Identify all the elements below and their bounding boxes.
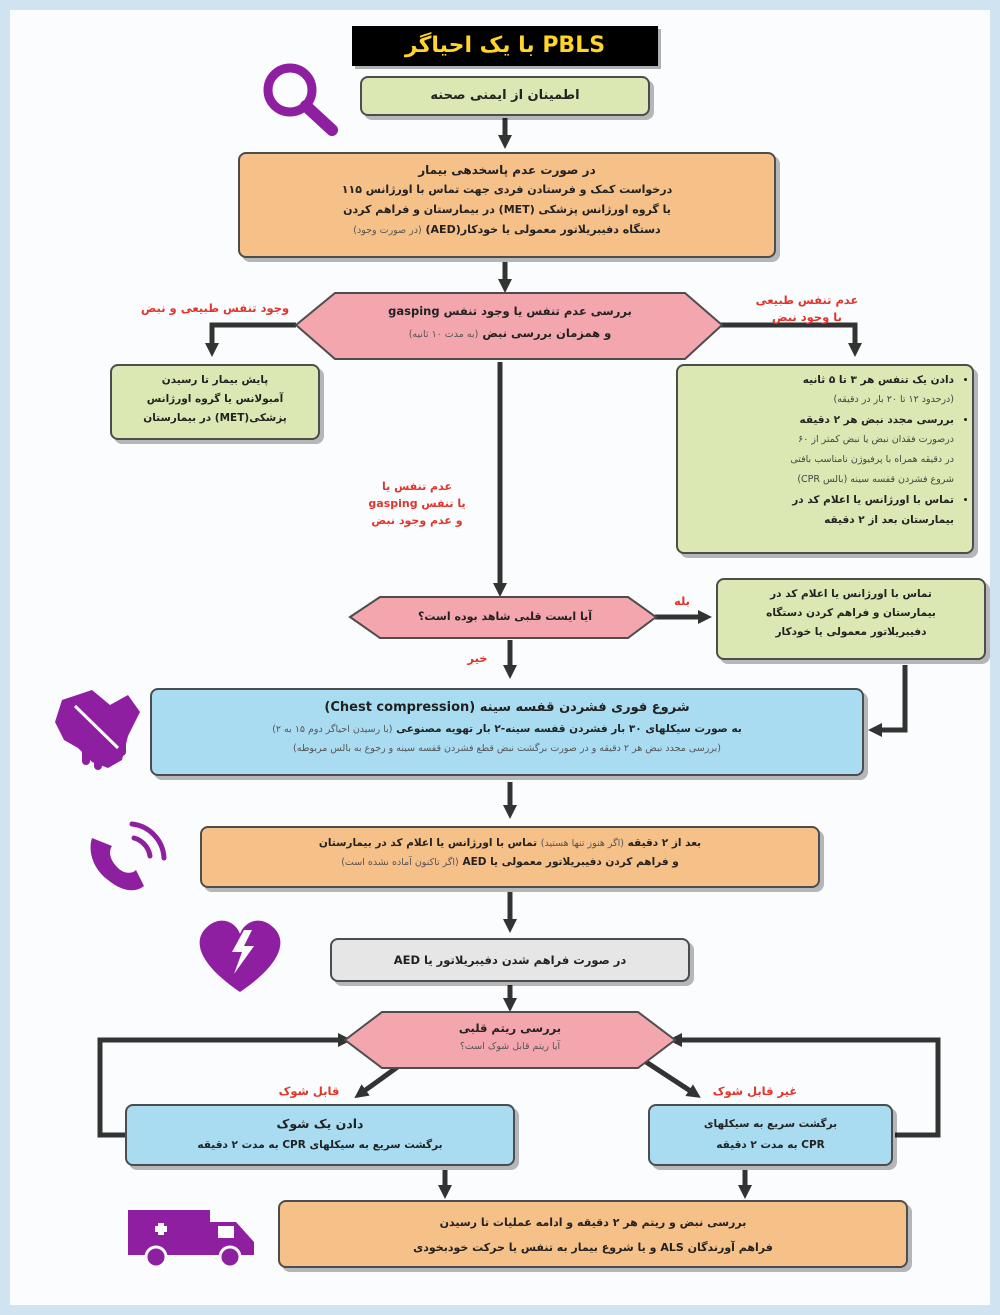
unresponsive-line2: یا گروه اورژانس پزشکی (MET) در بیمارستان… (343, 203, 671, 216)
label-no-breathing-3: و عدم وجود نبض (371, 514, 463, 527)
check-breathing-line2: و همزمان بررسی نبض (482, 326, 612, 340)
after-line2: و فراهم کردن دفیبریلاتور معمولی یا AED (462, 856, 679, 868)
label-no-normal-breathing-1: عدم تنفس طبیعی (755, 293, 859, 307)
final-box: بررسی نبض و ریتم هر ۲ دقیقه و ادامه عملی… (278, 1200, 908, 1268)
hands-icon (55, 690, 140, 770)
arrow-yes-to-compression (868, 665, 908, 737)
after-line1a: بعد از ۲ دقیقه (627, 837, 702, 849)
witnessed-yes-line1: تماس با اورژانس یا اعلام کد در (770, 588, 932, 600)
rescue-b1-sub: (درحدود ۱۲ تا ۲۰ بار در دقیقه) (833, 394, 955, 405)
rhythm-line1: بررسی ریتم قلبی (458, 1021, 562, 1035)
compression-line3: (بررسی مجدد نبض هر ۲ دقیقه و در صورت برگ… (293, 743, 721, 754)
witnessed-yes-line3: دفیبریلاتور معمولی یا خودکار (775, 626, 927, 638)
monitor-line3: پزشکی(MET) در بیمارستان (143, 412, 287, 424)
unresponsive-line3: دستگاه دفیبریلاتور معمولی یا خودکار(AED) (425, 223, 661, 236)
rescue-b3-line2: بیمارستان بعد از ۲ دقیقه (824, 514, 954, 526)
shock-line2: برگشت سریع به سیکلهای CPR به مدت ۲ دقیقه (197, 1139, 443, 1151)
rescue-b2: بررسی مجدد نبض هر ۲ دقیقه (799, 414, 954, 426)
unresponsive-heading: در صورت عدم پاسخدهی بیمار (418, 163, 596, 177)
unresponsive-box: در صورت عدم پاسخدهی بیمار درخواست کمک و … (238, 152, 776, 258)
witnessed-yes-line2: بیمارستان و فراهم کردن دستگاه (766, 607, 936, 619)
compression-box: شروع فوری فشردن قفسه سینه (Chest compres… (150, 688, 864, 776)
check-breathing-hexagon (294, 292, 724, 360)
magnifier-icon (263, 63, 338, 136)
after-two-minutes-box: بعد از ۲ دقیقه (اگر هنوز تنها هستید) تما… (200, 826, 820, 888)
phone-icon (90, 821, 167, 891)
arrow-left-branch (205, 322, 296, 357)
shock-line1: دادن یک شوک (276, 1116, 364, 1131)
scene-safety-text: اطمینان از ایمنی صحنه (430, 88, 580, 103)
label-no-normal-breathing-2: با وجود نبض (772, 310, 842, 324)
scene-safety-box: اطمینان از ایمنی صحنه (360, 76, 650, 116)
check-breathing-line1: بررسی عدم تنفس یا وجود تنفس gasping (388, 304, 632, 318)
monitor-box: پایش بیمار تا رسیدن آمبولانس یا گروه اور… (110, 364, 320, 440)
monitor-line2: آمبولانس یا گروه اورژانس (146, 393, 284, 405)
unresponsive-line1: درخواست کمک و فرستادن فردی جهت تماس با ا… (341, 183, 673, 196)
rescue-breathing-box: دادن یک تنفس هر ۳ تا ۵ ثانیه (درحدود ۱۲ ت… (676, 364, 974, 554)
rhythm-hexagon (343, 1011, 677, 1069)
rescue-bullet-1: دادن یک تنفس هر ۳ تا ۵ ثانیه (درحدود ۱۲ ت… (684, 370, 954, 410)
loop-left (97, 1033, 352, 1138)
compression-heading: شروع فوری فشردن قفسه سینه (Chest compres… (324, 700, 690, 715)
no-shock-line2: CPR به مدت ۲ دقیقه (716, 1139, 825, 1151)
label-shockable: قابل شوک (278, 1084, 340, 1098)
rescue-b1: دادن یک تنفس هر ۳ تا ۵ ثانیه (802, 374, 954, 386)
arrow-nonshockable (638, 1055, 701, 1098)
page-title: PBLS با یک احیاگر (352, 26, 658, 66)
label-no-breathing-2: یا تنفس gasping (368, 497, 466, 510)
witnessed-hexagon (348, 596, 658, 639)
rescue-bullet-2: بررسی مجدد نبض هر ۲ دقیقه درصورت فقدان ن… (684, 410, 954, 490)
arrow-right-branch (720, 322, 862, 357)
witnessed-text: آیا ایست قلبی شاهد بوده است؟ (418, 610, 592, 623)
rhythm-text: بررسی ریتم قلبی آیا ریتم قابل شوک است؟ (385, 1018, 635, 1056)
label-normal-breathing: وجود تنفس طبیعی و نبض (140, 301, 290, 315)
rescue-bullet-3: تماس با اورژانس یا اعلام کد در بیمارستان … (684, 490, 954, 530)
no-shock-line1: برگشت سریع به سیکلهای (703, 1118, 838, 1130)
unresponsive-note: (در صورت وجود) (353, 225, 422, 236)
label-no-normal-breathing: عدم تنفس طبیعی با وجود نبض (732, 292, 882, 326)
label-yes: بله (674, 594, 690, 608)
loop-right (668, 1033, 941, 1138)
compression-note: (با رسیدن احیاگر دوم ۱۵ به ۲) (272, 724, 393, 735)
monitor-line1: پایش بیمار تا رسیدن (161, 374, 269, 386)
label-non-shockable: غیر قابل شوک (712, 1084, 798, 1098)
no-shock-box: برگشت سریع به سیکلهای CPR به مدت ۲ دقیقه (648, 1104, 893, 1166)
rescue-b2-sub1: درصورت فقدان نبض یا نبض کمتر از ۶۰ (798, 434, 954, 445)
shock-box: دادن یک شوک برگشت سریع به سیکلهای CPR به… (125, 1104, 515, 1166)
rescue-b2-sub2: در دقیقه همراه با پرفیوژن نامناسب بافتی (790, 454, 954, 465)
heart-shock-icon (199, 920, 281, 992)
check-breathing-text: بررسی عدم تنفس یا وجود تنفس gasping و هم… (330, 300, 690, 346)
label-no-breathing: عدم تنفس یا یا تنفس gasping و عدم وجود ن… (352, 478, 482, 529)
witnessed-yes-box: تماس با اورژانس یا اعلام کد در بیمارستان… (716, 578, 986, 660)
after-note2: (اگر تاکنون آماده نشده است) (341, 857, 459, 868)
check-breathing-note: (به مدت ۱۰ ثانیه) (408, 329, 479, 340)
rescue-b3: تماس با اورژانس یا اعلام کد در (792, 494, 954, 506)
aed-available-text: در صورت فراهم شدن دفیبریلاتور یا AED (393, 953, 627, 967)
final-line2: فراهم آورندگان ALS و یا شروع بیمار به تن… (413, 1241, 773, 1254)
aed-available-box: در صورت فراهم شدن دفیبریلاتور یا AED (330, 938, 690, 982)
label-no-breathing-1: عدم تنفس یا (382, 480, 452, 493)
label-no: خیر (467, 651, 488, 665)
after-line1b: تماس با اورژانس یا اعلام کد در بیمارستان (318, 837, 538, 849)
compression-line2: به صورت سیکلهای ۳۰ بار فشردن قفسه سینه-۲… (396, 723, 742, 735)
ambulance-icon (128, 1210, 254, 1269)
rhythm-line2: آیا ریتم قابل شوک است؟ (459, 1041, 561, 1052)
rescue-b2-sub3: شروع فشردن قفسه سینه (بالس CPR) (797, 474, 954, 485)
final-line1: بررسی نبض و ریتم هر ۲ دقیقه و ادامه عملی… (439, 1216, 747, 1229)
after-note1: (اگر هنوز تنها هستید) (540, 838, 624, 849)
